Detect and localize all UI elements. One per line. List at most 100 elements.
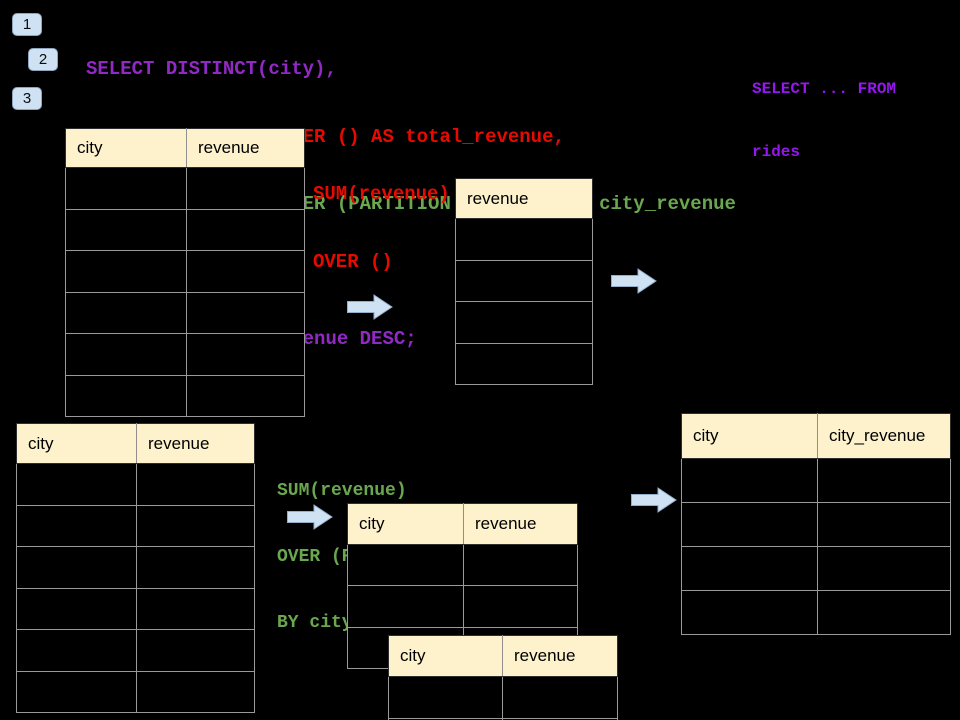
column-header: revenue	[502, 635, 618, 677]
table-row	[388, 676, 618, 719]
table-row	[681, 502, 951, 547]
table-cell	[136, 629, 255, 672]
annotation-line: SUM(revenue)	[277, 481, 407, 501]
flow-arrow-icon	[287, 504, 333, 530]
table-cell	[186, 250, 305, 293]
column-header: revenue	[186, 128, 305, 168]
table-cell	[347, 585, 464, 628]
table-cell	[455, 342, 593, 385]
table-row	[16, 670, 255, 713]
column-header: city	[65, 128, 187, 168]
table-cell	[463, 585, 578, 628]
annotation-select-from-rides: SELECT ... FROM rides	[752, 37, 896, 205]
table-cell	[186, 291, 305, 334]
table-row	[347, 585, 578, 628]
table-cell	[186, 374, 305, 417]
table-cell	[16, 670, 137, 713]
table-cell	[502, 676, 618, 719]
total-revenue-result-table: revenue	[455, 178, 593, 385]
table-row	[455, 218, 593, 261]
table-row	[65, 167, 305, 210]
table-cell	[16, 629, 137, 672]
table-row	[455, 301, 593, 344]
table-cell	[65, 333, 187, 376]
column-header: revenue	[463, 503, 578, 545]
step-badge-2: 2	[28, 48, 58, 71]
table-cell	[136, 587, 255, 630]
table-cell	[136, 504, 255, 547]
table-row	[16, 629, 255, 672]
table-row	[65, 374, 305, 417]
annotation-line: SUM(revenue)	[313, 183, 450, 205]
table-cell	[681, 458, 818, 503]
table-cell	[681, 546, 818, 591]
table-cell	[65, 374, 187, 417]
table-cell	[817, 546, 951, 591]
table-cell	[817, 590, 951, 635]
table-row	[65, 208, 305, 251]
column-header: city	[388, 635, 503, 677]
flow-arrow-icon	[631, 487, 677, 513]
table-cell	[136, 546, 255, 589]
table-cell	[455, 259, 593, 302]
column-header: revenue	[136, 423, 255, 464]
table-row	[16, 463, 255, 506]
annotation-line: SELECT ... FROM	[752, 80, 897, 98]
table-cell	[65, 208, 187, 251]
table-cell	[455, 301, 593, 344]
annotation-line: OVER ()	[313, 250, 393, 273]
table-cell	[817, 458, 951, 503]
table-cell	[388, 676, 503, 719]
table-cell	[16, 463, 137, 506]
sql-line-select: SELECT DISTINCT(city),	[86, 58, 337, 80]
table-cell	[65, 291, 187, 334]
table-cell	[681, 590, 818, 635]
table-cell	[136, 463, 255, 506]
table-row	[455, 259, 593, 302]
column-header: city_revenue	[817, 413, 951, 459]
column-header: revenue	[455, 178, 593, 219]
table-cell	[16, 546, 137, 589]
column-header: city	[16, 423, 137, 464]
table-row	[65, 250, 305, 293]
table-row	[347, 543, 578, 587]
table-cell	[463, 543, 578, 587]
annotation-sum-over-all: SUM(revenue) OVER ()	[313, 138, 450, 318]
table-row	[16, 587, 255, 630]
table-row	[65, 291, 305, 334]
table-cell	[186, 208, 305, 251]
table-cell	[347, 543, 464, 587]
table-cell	[455, 218, 593, 261]
table-cell	[65, 250, 187, 293]
table-row	[681, 590, 951, 635]
table-header-row: revenue	[455, 178, 593, 219]
table-row	[65, 333, 305, 376]
table-row	[455, 342, 593, 385]
table-cell	[817, 502, 951, 547]
column-header: city	[347, 503, 464, 545]
table-cell	[65, 167, 187, 210]
table-row	[681, 458, 951, 503]
column-header: city	[681, 413, 818, 459]
annotation-line: rides	[752, 143, 801, 161]
table-cell	[16, 504, 137, 547]
table-cell	[186, 333, 305, 376]
step-badge-3: 3	[12, 87, 42, 110]
table-cell	[502, 717, 618, 720]
table-cell	[186, 167, 305, 210]
table-row	[16, 546, 255, 589]
step-badge-1: 1	[12, 13, 42, 36]
table-row	[681, 546, 951, 591]
table-row	[388, 717, 618, 720]
flow-arrow-icon	[347, 294, 393, 320]
